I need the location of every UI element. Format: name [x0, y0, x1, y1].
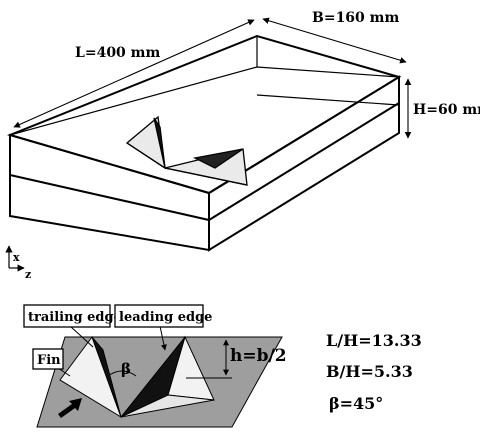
- ratio-beta: β=45°: [329, 394, 383, 413]
- length-label: L=400 mm: [75, 45, 160, 61]
- beta-label: β: [121, 360, 131, 378]
- ratio-lh: L/H=13.33: [326, 331, 422, 350]
- flow-direction-arrow: [58, 398, 82, 418]
- detail-view: [36, 325, 283, 428]
- ratio-bh: B/H=5.33: [326, 362, 413, 381]
- leading-edge-label: leading edge: [119, 310, 212, 325]
- beta-angle-arc: [107, 370, 137, 377]
- height-label: H=60 mm: [413, 102, 480, 118]
- box-front-face: [9, 133, 210, 252]
- trailing-fin-dark: [91, 336, 122, 418]
- trailing-edge-leader: [69, 325, 94, 348]
- length-dimension-line: [13, 19, 255, 128]
- vg-base: [126, 142, 248, 186]
- axis-triad: [5, 245, 25, 272]
- trailing-edge-label-box: [23, 304, 111, 328]
- box-back-floor: [256, 94, 400, 106]
- vortex-generator: [125, 115, 248, 186]
- dimensions: [13, 17, 412, 139]
- box-mid-section-line: [9, 102, 400, 222]
- width-label: B=160 mm: [312, 10, 399, 26]
- axis-z-label: z: [25, 268, 31, 281]
- vg-floor-triangle: [120, 394, 215, 418]
- leading-edge-label-box: [114, 304, 204, 328]
- width-dimension-line: [262, 17, 407, 64]
- channel-box: [6, 34, 402, 252]
- axis-x-label: x: [13, 251, 20, 264]
- box-right-face: [208, 75, 400, 252]
- fin-label: Fin: [37, 353, 61, 368]
- trailing-edge-label: trailing edge: [28, 310, 122, 325]
- vg-right-fin-dark: [192, 148, 244, 169]
- leading-edge-leader: [159, 325, 167, 351]
- h-label: h=b/2: [230, 346, 287, 366]
- fin-label-box: [32, 348, 64, 370]
